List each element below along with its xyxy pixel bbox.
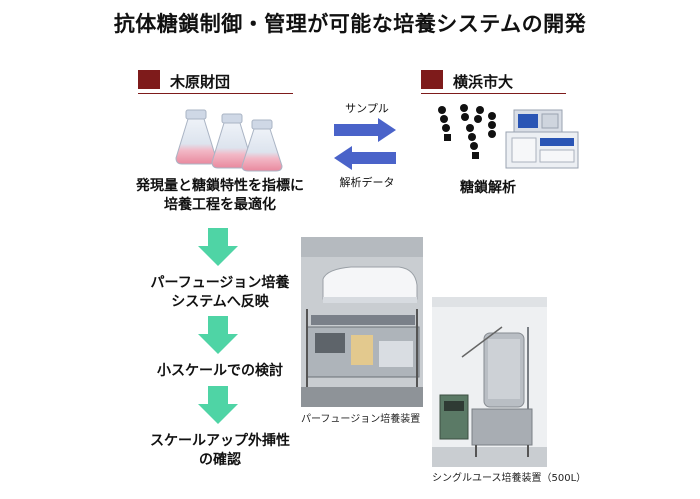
step-scale-up: スケールアップ外挿性 の確認: [150, 433, 290, 468]
flow-arrow-1-icon: [198, 228, 238, 266]
right-org-marker: [421, 70, 443, 89]
single-use-device-photo: [432, 297, 547, 467]
perfusion-device-caption: パーフュージョン培養装置: [301, 414, 421, 425]
step-perfusion: パーフュージョン培養 システムへ反映: [150, 275, 290, 310]
arrow-right-icon: [334, 118, 396, 142]
sample-label: サンプル: [345, 102, 389, 115]
right-org-underline: [421, 93, 566, 94]
right-org-name: 横浜市大: [453, 73, 514, 91]
left-org-marker: [138, 70, 160, 89]
culture-flasks-icon: [175, 109, 283, 172]
left-description: 発現量と糖鎖特性を指標に 培養工程を最適化: [136, 178, 304, 213]
flow-arrow-3-icon: [198, 386, 238, 424]
right-description: 糖鎖解析: [460, 180, 516, 196]
arrow-left-icon: [334, 146, 396, 170]
perfusion-device-photo: [301, 237, 423, 407]
step-small-scale: 小スケールでの検討: [157, 363, 283, 379]
flow-arrow-2-icon: [198, 316, 238, 354]
single-use-device-caption: シングルユース培養装置（500L）: [432, 473, 587, 484]
page-title: 抗体糖鎖制御・管理が可能な培養システムの開発: [113, 12, 587, 36]
left-org-name: 木原財団: [170, 73, 231, 91]
analysis-data-label: 解析データ: [339, 176, 395, 189]
left-org-underline: [138, 93, 293, 94]
glycan-analyzer-icon: [438, 104, 579, 169]
